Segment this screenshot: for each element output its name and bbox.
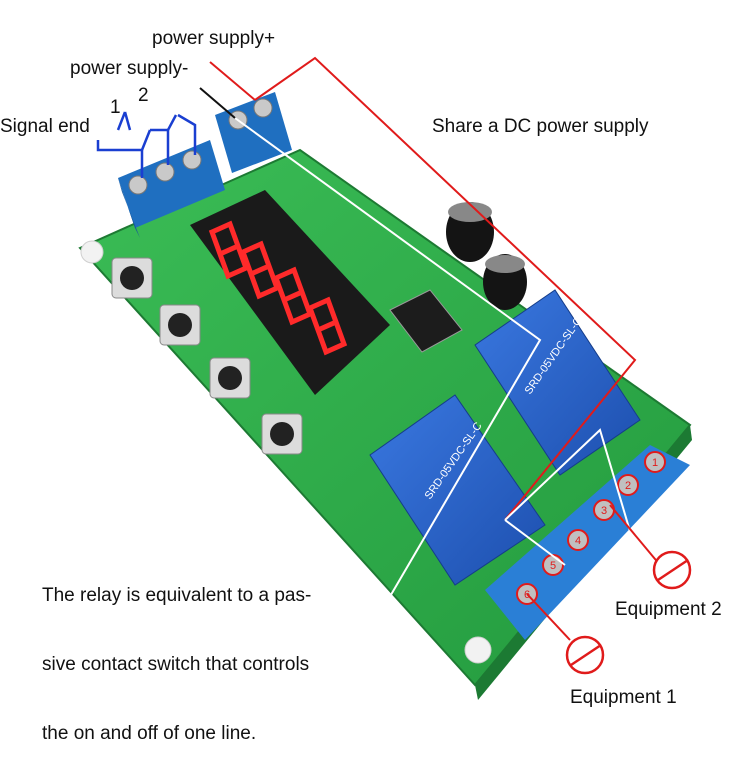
power-supply-minus-label: power supply- bbox=[70, 58, 189, 79]
equipment-wires bbox=[526, 504, 661, 641]
terminal-number: 3 bbox=[601, 505, 607, 517]
relay-2: SRD-05VDC-SL-C bbox=[474, 289, 641, 476]
display-digit bbox=[208, 220, 250, 280]
terminal-number: 5 bbox=[550, 560, 556, 572]
equipment-2-label: Equipment 2 bbox=[615, 599, 722, 620]
signal-terminal-2-label: 2 bbox=[138, 85, 149, 106]
relay-note-line-3: the on and off of one line. bbox=[42, 723, 257, 744]
equipment-1-label: Equipment 1 bbox=[570, 687, 677, 708]
signal-terminal-block bbox=[118, 140, 225, 238]
relay-terminal-numbers: 1 2 3 4 5 6 bbox=[524, 457, 658, 601]
button-k3 bbox=[209, 357, 251, 399]
relay-note-line-1: The relay is equivalent to a pas- bbox=[42, 585, 312, 606]
equipment-2-icon bbox=[652, 550, 692, 590]
four-digit-display bbox=[190, 190, 390, 395]
button-k4 bbox=[261, 413, 303, 455]
power-minus-lead bbox=[199, 87, 236, 119]
button-k2 bbox=[159, 304, 201, 346]
relay-note-line-2: sive contact switch that controls bbox=[42, 654, 310, 675]
mcu-chip bbox=[389, 289, 463, 353]
shared-supply-loop bbox=[209, 56, 637, 521]
terminal-number: 6 bbox=[524, 589, 530, 601]
terminal-number: 1 bbox=[652, 457, 658, 469]
white-guide-lines bbox=[234, 117, 641, 606]
shared-supply-label: Share a DC power supply bbox=[432, 116, 649, 137]
relay-module-photo: SRD-05VDC-SL-C SRD-05VDC-SL-C bbox=[78, 56, 692, 700]
output-terminal-block bbox=[485, 445, 690, 640]
button-k1 bbox=[111, 257, 153, 299]
display-digit bbox=[306, 296, 348, 356]
signal-terminal-1-label: 1 bbox=[110, 97, 121, 118]
terminal-number: 2 bbox=[625, 480, 631, 492]
relay-note: The relay is equivalent to a pas- sive c… bbox=[42, 538, 311, 768]
power-supply-plus-label: power supply+ bbox=[152, 28, 276, 49]
signal-wires bbox=[96, 111, 197, 178]
push-buttons bbox=[111, 257, 303, 455]
capacitors bbox=[446, 202, 527, 310]
terminal-number: 4 bbox=[575, 535, 581, 547]
signal-end-label: Signal end bbox=[0, 116, 90, 137]
equipment-1-icon bbox=[565, 635, 605, 675]
